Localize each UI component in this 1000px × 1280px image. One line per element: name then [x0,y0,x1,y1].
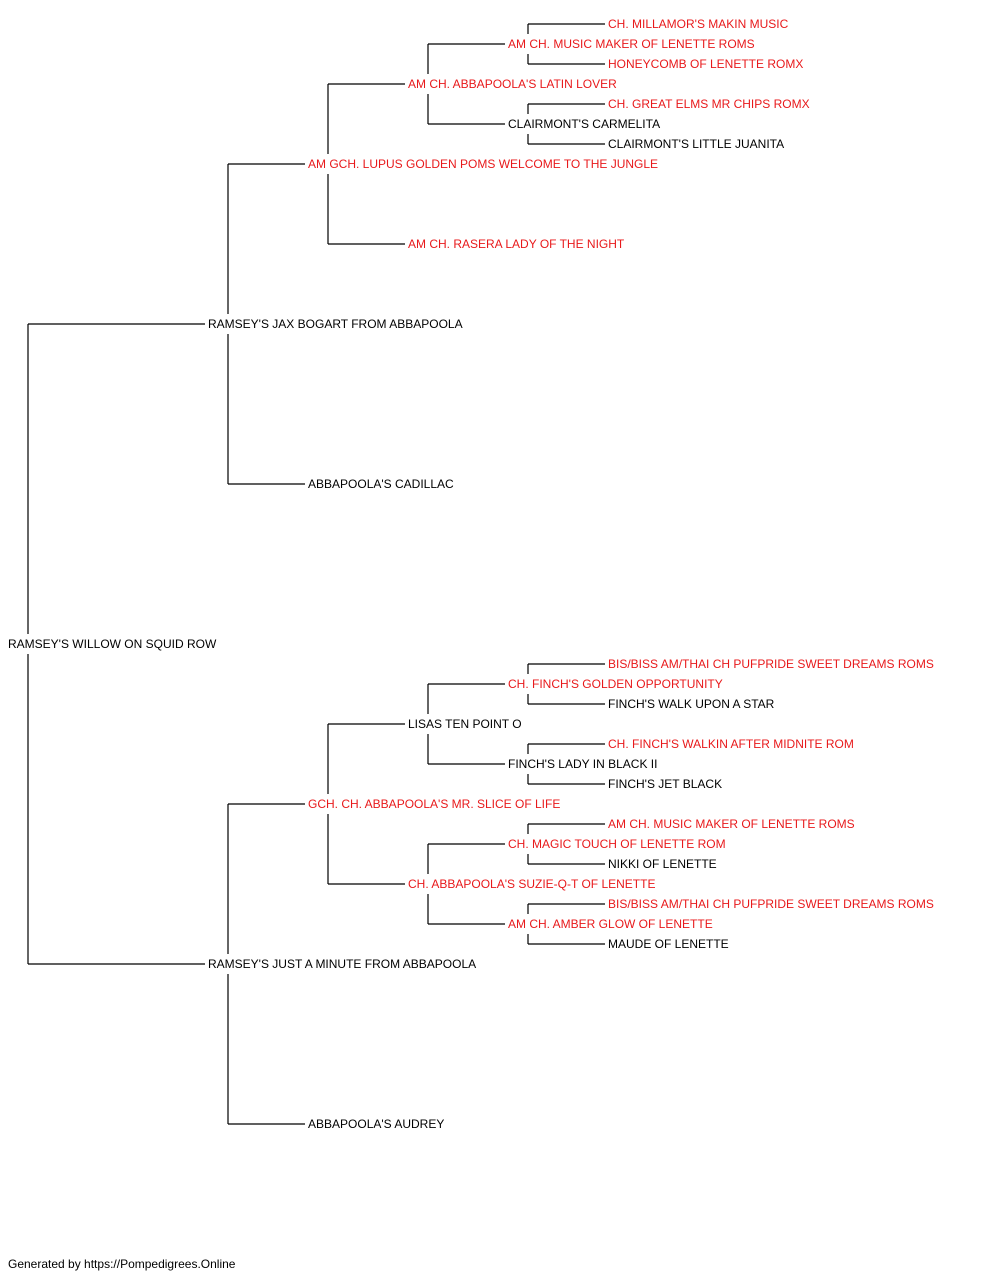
pedigree-name-labels: RAMSEY'S WILLOW ON SQUID ROW RAMSEY'S JAX… [8,17,934,1131]
pedigree-connector-lines [27,23,605,1125]
dog-name-gen-2: ABBAPOOLA'S AUDREY [308,1117,444,1131]
champion-dog-name-gen-3: AM CH. ABBAPOOLA'S LATIN LOVER [408,77,617,91]
champion-dog-name-gen-4: AM CH. MUSIC MAKER OF LENETTE ROMS [508,37,755,51]
champion-dog-name-gen-5: BIS/BISS AM/THAI CH PUFPRIDE SWEET DREAM… [608,897,934,911]
dog-name-gen-5: CLAIRMONT'S LITTLE JUANITA [608,137,784,151]
dog-name-gen-0: RAMSEY'S WILLOW ON SQUID ROW [8,637,217,651]
dog-name-gen-5: FINCH'S JET BLACK [608,777,722,791]
dog-name-gen-3: LISAS TEN POINT O [408,717,522,731]
champion-dog-name-gen-5: AM CH. MUSIC MAKER OF LENETTE ROMS [608,817,855,831]
dog-name-gen-2: ABBAPOOLA'S CADILLAC [308,477,454,491]
champion-dog-name-gen-2: AM GCH. LUPUS GOLDEN POMS WELCOME TO THE… [308,157,658,171]
champion-dog-name-gen-5: CH. FINCH'S WALKIN AFTER MIDNITE ROM [608,737,854,751]
champion-dog-name-gen-4: CH. MAGIC TOUCH OF LENETTE ROM [508,837,726,851]
dog-name-gen-5: FINCH'S WALK UPON A STAR [608,697,775,711]
dog-name-gen-5: MAUDE OF LENETTE [608,937,729,951]
champion-dog-name-gen-4: CH. FINCH'S GOLDEN OPPORTUNITY [508,677,723,691]
dog-name-gen-4: FINCH'S LADY IN BLACK II [508,757,657,771]
champion-dog-name-gen-5: BIS/BISS AM/THAI CH PUFPRIDE SWEET DREAM… [608,657,934,671]
champion-dog-name-gen-5: CH. MILLAMOR'S MAKIN MUSIC [608,17,789,31]
dog-name-gen-1: RAMSEY'S JAX BOGART FROM ABBAPOOLA [208,317,463,331]
champion-dog-name-gen-4: AM CH. AMBER GLOW OF LENETTE [508,917,713,931]
dog-name-gen-1: RAMSEY'S JUST A MINUTE FROM ABBAPOOLA [208,957,476,971]
dog-name-gen-4: CLAIRMONT'S CARMELITA [508,117,660,131]
generated-by-footer: Generated by https://Pompedigrees.Online [8,1257,236,1271]
champion-dog-name-gen-3: CH. ABBAPOOLA'S SUZIE-Q-T OF LENETTE [408,877,655,891]
champion-dog-name-gen-5: HONEYCOMB OF LENETTE ROMX [608,57,803,71]
champion-dog-name-gen-3: AM CH. RASERA LADY OF THE NIGHT [408,237,625,251]
dog-name-gen-5: NIKKI OF LENETTE [608,857,717,871]
champion-dog-name-gen-2: GCH. CH. ABBAPOOLA'S MR. SLICE OF LIFE [308,797,560,811]
champion-dog-name-gen-5: CH. GREAT ELMS MR CHIPS ROMX [608,97,810,111]
